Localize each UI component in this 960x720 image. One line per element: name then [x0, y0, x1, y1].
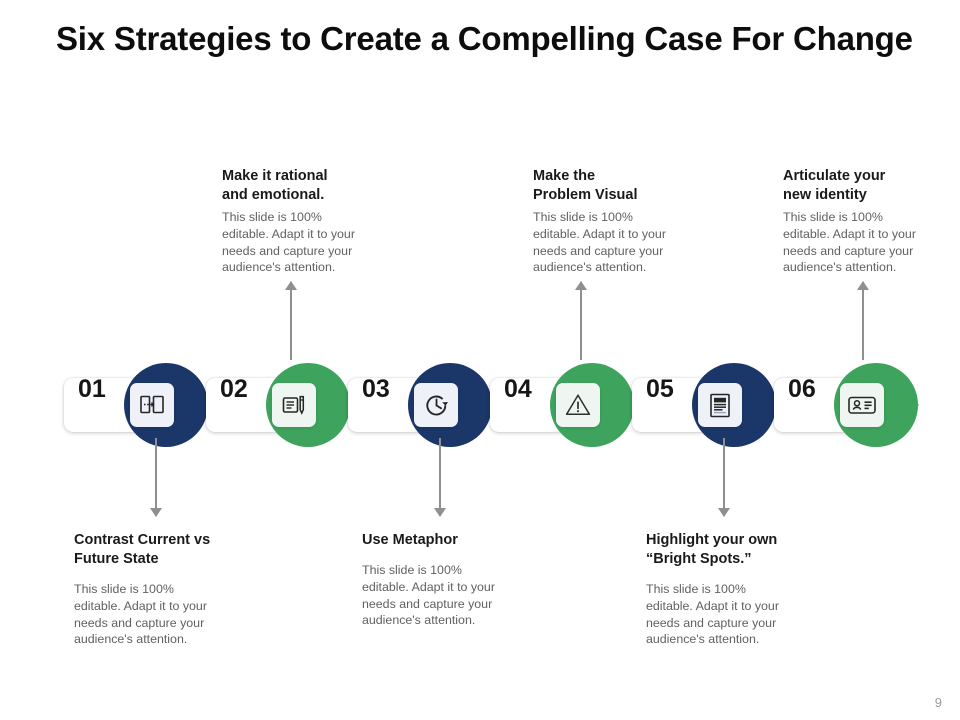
text-block-body-03: This slide is 100% editable. Adapt it to… — [362, 563, 495, 628]
process-step-03[interactable]: 03 — [348, 362, 508, 448]
connector-arrowhead-up-icon — [857, 281, 869, 290]
connector-down-step-01 — [150, 438, 162, 517]
text-block-step-02: Make it rational and emotional. This sli… — [222, 167, 390, 276]
connector-stem — [580, 282, 582, 360]
text-block-step-06: Articulate your new identity This slide … — [783, 167, 955, 276]
connector-up-step-06 — [857, 281, 869, 360]
step-number-03: 03 — [362, 375, 390, 403]
page-title: Six Strategies to Create a Compelling Ca… — [56, 20, 913, 57]
connector-arrowhead-up-icon — [575, 281, 587, 290]
id-card-icon — [840, 383, 884, 427]
connector-stem — [723, 438, 725, 516]
connector-up-step-02 — [285, 281, 297, 360]
document-pen-icon — [272, 383, 316, 427]
process-step-04[interactable]: 04 — [490, 362, 650, 448]
text-block-heading-05: Highlight your own “Bright Spots.” — [646, 532, 778, 567]
warning-triangle-icon — [556, 383, 600, 427]
step-number-05: 05 — [646, 375, 674, 403]
slide-title-bar: Six Strategies to Create a Compelling Ca… — [56, 18, 913, 62]
process-step-01[interactable]: 01 — [64, 362, 224, 448]
text-block-heading-02: Make it rational and emotional. — [222, 168, 328, 203]
step-number-01: 01 — [78, 375, 106, 403]
compare-documents-icon — [130, 383, 174, 427]
connector-stem — [155, 438, 157, 516]
clock-history-icon — [414, 383, 458, 427]
text-block-step-05: Highlight your own “Bright Spots.” This … — [646, 531, 822, 648]
connector-down-step-05 — [718, 438, 730, 517]
connector-up-step-04 — [575, 281, 587, 360]
text-block-body-04: This slide is 100% editable. Adapt it to… — [533, 210, 666, 275]
text-block-body-06: This slide is 100% editable. Adapt it to… — [783, 210, 916, 275]
process-step-05[interactable]: 05 — [632, 362, 792, 448]
connector-arrowhead-down-icon — [150, 508, 162, 517]
text-block-heading-06: Articulate your new identity — [783, 168, 886, 203]
step-number-06: 06 — [788, 375, 816, 403]
article-document-icon — [698, 383, 742, 427]
text-block-step-01: Contrast Current vs Future State This sl… — [74, 531, 250, 648]
connector-stem — [439, 438, 441, 516]
page-number: 9 — [934, 695, 942, 710]
text-block-heading-01: Contrast Current vs Future State — [74, 532, 211, 567]
text-block-body-02: This slide is 100% editable. Adapt it to… — [222, 210, 355, 275]
connector-arrowhead-down-icon — [718, 508, 730, 517]
connector-stem — [862, 282, 864, 360]
text-block-step-04: Make the Problem Visual This slide is 10… — [533, 167, 701, 276]
process-step-02[interactable]: 02 — [206, 362, 366, 448]
text-block-body-01: This slide is 100% editable. Adapt it to… — [74, 582, 207, 647]
connector-arrowhead-down-icon — [434, 508, 446, 517]
connector-stem — [290, 282, 292, 360]
step-number-04: 04 — [504, 375, 532, 403]
text-block-heading-04: Make the Problem Visual — [533, 168, 638, 203]
connector-arrowhead-up-icon — [285, 281, 297, 290]
connector-down-step-03 — [434, 438, 446, 517]
text-block-step-03: Use Metaphor This slide is 100% editable… — [362, 531, 538, 629]
process-step-strip: 01 02 — [0, 362, 960, 448]
step-number-02: 02 — [220, 375, 248, 403]
process-step-06[interactable]: 06 — [774, 362, 934, 448]
text-block-body-05: This slide is 100% editable. Adapt it to… — [646, 582, 779, 647]
text-block-heading-03: Use Metaphor — [362, 532, 458, 548]
